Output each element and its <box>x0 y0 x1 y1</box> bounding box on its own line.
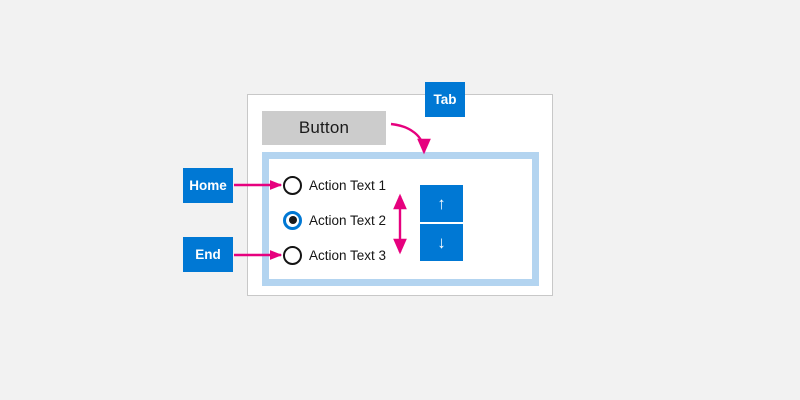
radio-item-3[interactable]: Action Text 3 <box>283 244 393 266</box>
radio-item-2[interactable]: Action Text 2 <box>283 209 393 231</box>
radio-unchecked-icon[interactable] <box>283 175 302 195</box>
key-badge-home: Home <box>183 168 233 203</box>
arrow-up-button[interactable]: ↑ <box>420 185 463 222</box>
radio-checked-icon[interactable] <box>283 210 302 230</box>
arrow-down-button[interactable]: ↓ <box>420 224 463 261</box>
key-badge-end: End <box>183 237 233 272</box>
key-badge-tab: Tab <box>425 82 465 117</box>
arrow-down-icon: ↓ <box>437 233 446 252</box>
radio-unchecked-icon[interactable] <box>283 245 302 265</box>
radio-item-label: Action Text 1 <box>309 177 387 193</box>
arrow-up-icon: ↑ <box>437 194 446 213</box>
radio-item-label: Action Text 2 <box>309 212 387 228</box>
demo-button[interactable]: Button <box>262 111 386 145</box>
radio-item-label: Action Text 3 <box>309 247 387 263</box>
action-radio-group[interactable]: Action Text 1 Action Text 2 Action Text … <box>283 174 393 266</box>
radio-item-1[interactable]: Action Text 1 <box>283 174 393 196</box>
